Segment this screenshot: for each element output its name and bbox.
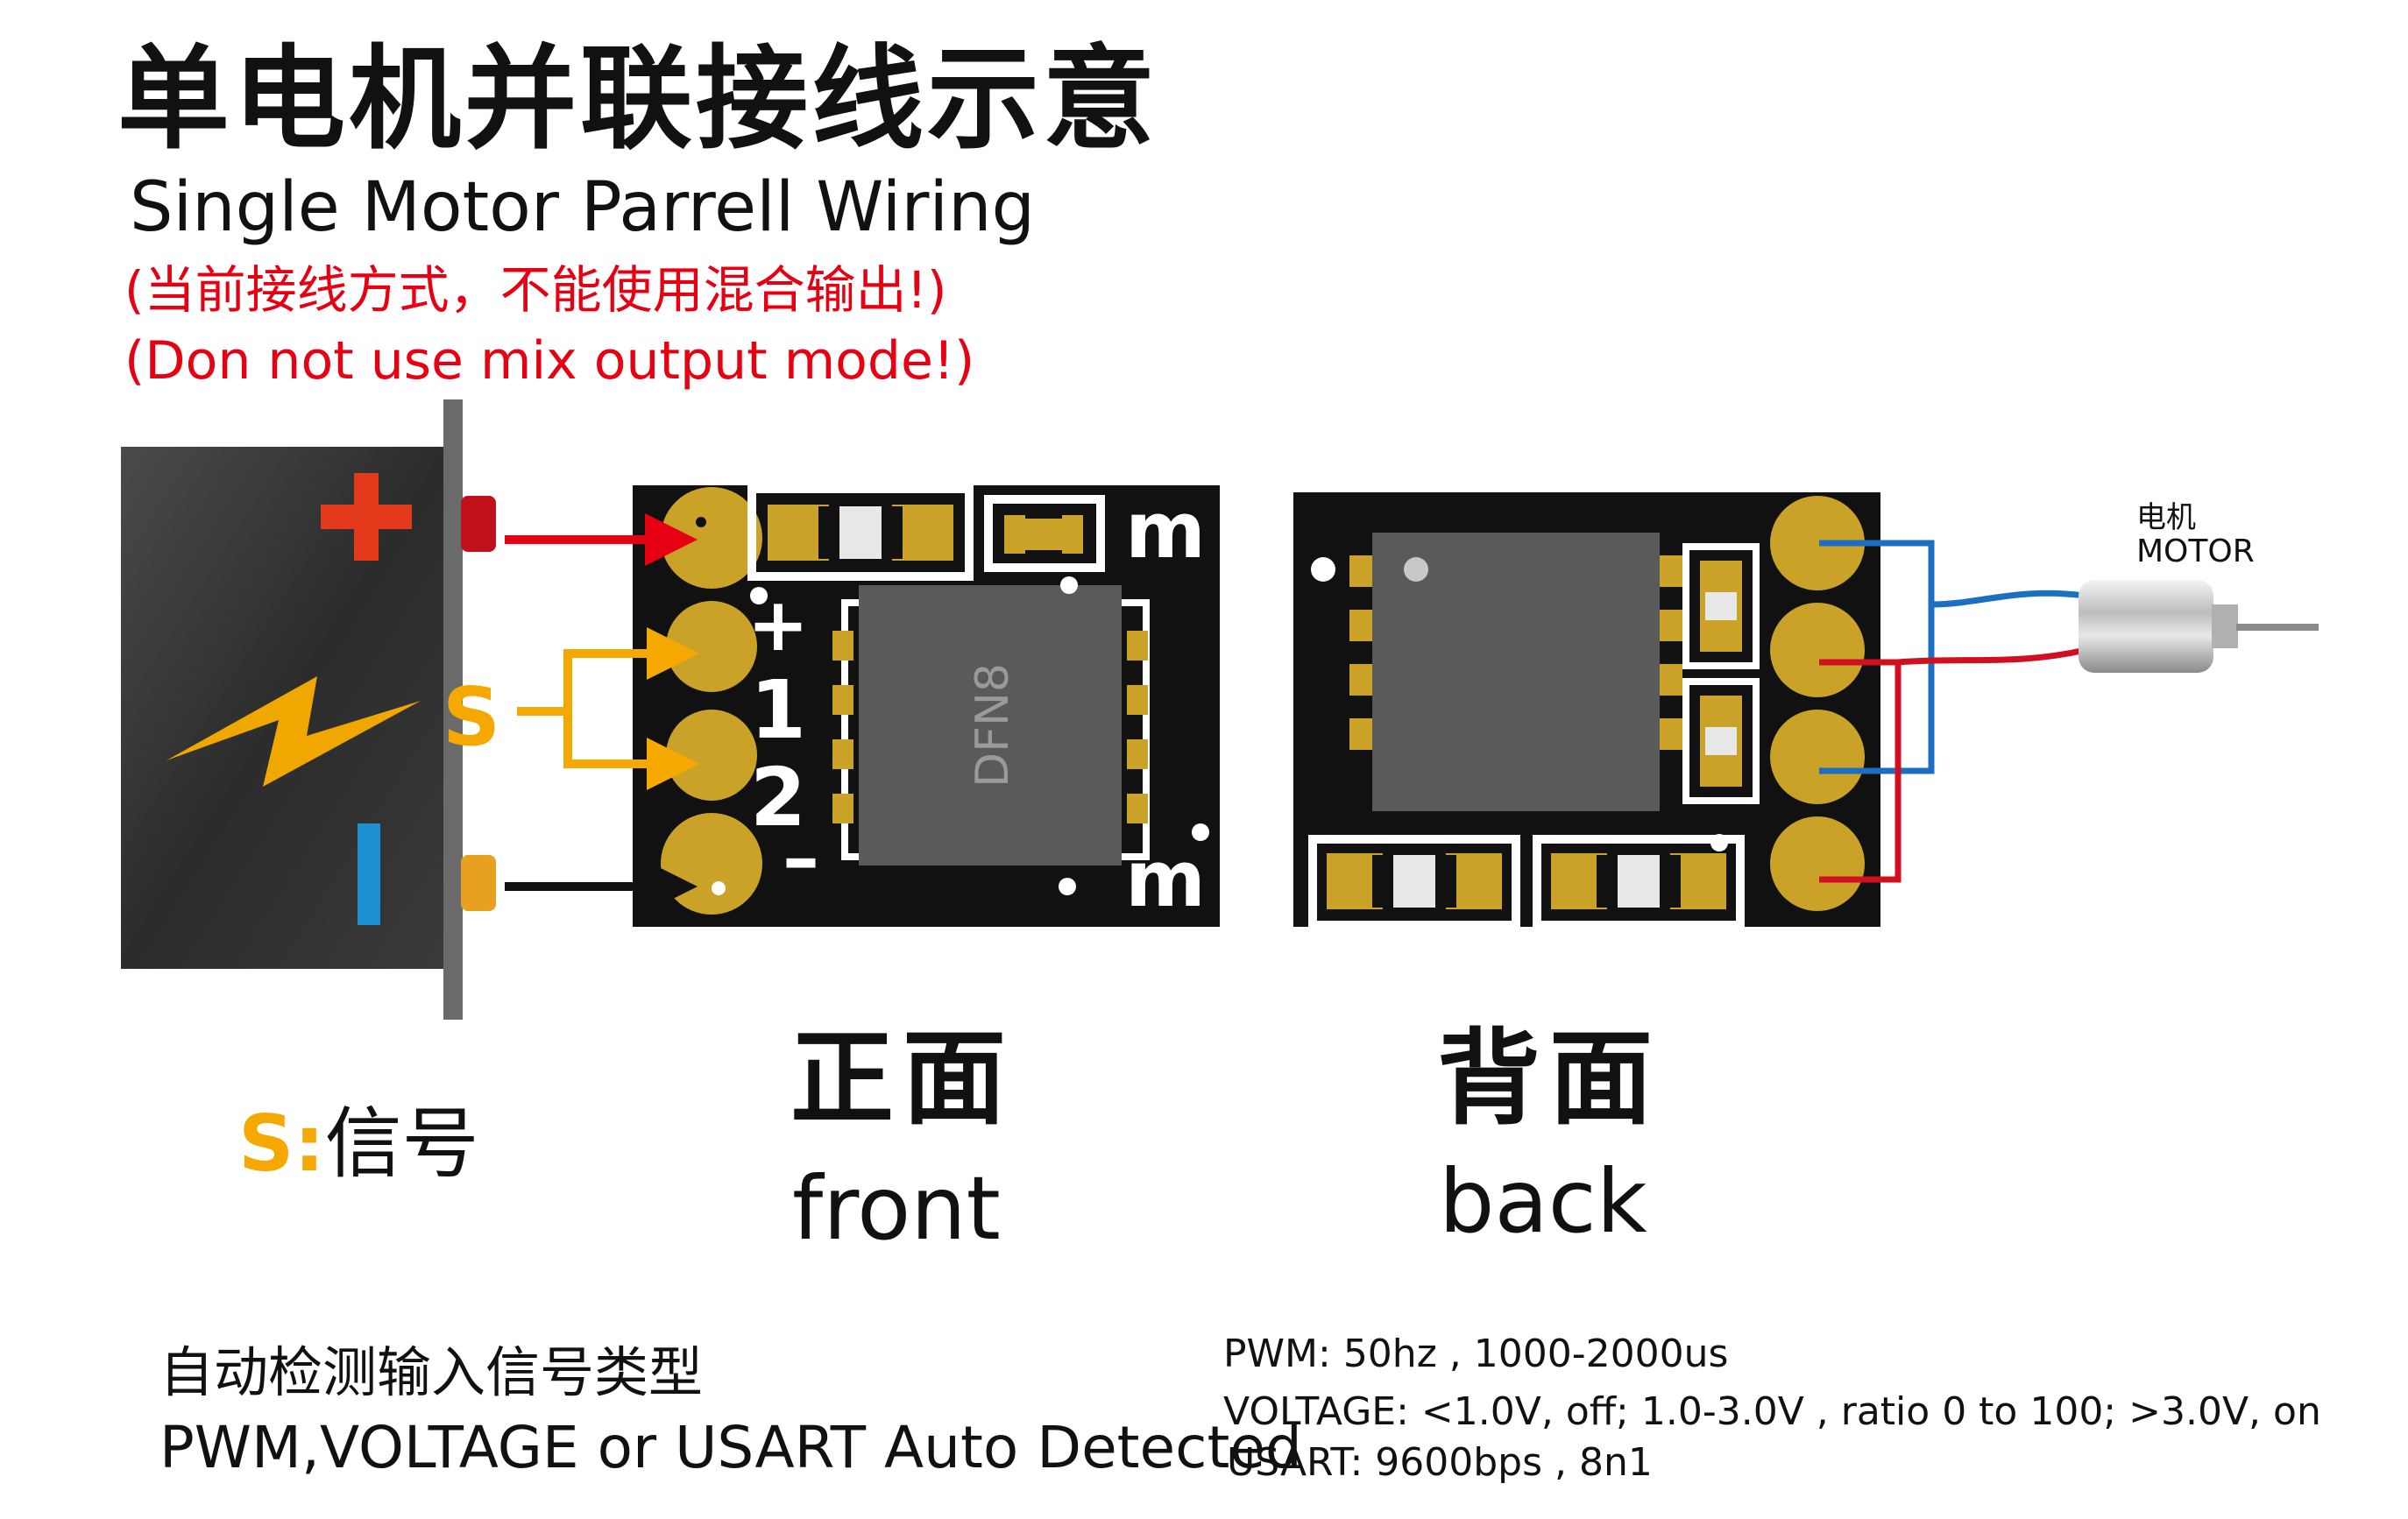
back-caption-en: back [1439, 1150, 1647, 1253]
signal-label: S [443, 670, 500, 764]
signal-legend: S:信号 [238, 1106, 479, 1183]
chip-label: DFN8 [967, 663, 1019, 788]
signal-bracket: S [443, 627, 699, 790]
lightning-icon [166, 676, 421, 787]
spec-voltage: VOLTAGE: <1.0V, off; 1.0-3.0V , ratio 0 … [1223, 1389, 2321, 1434]
motor-label-zh: 电机 [2136, 500, 2196, 535]
diagram-title-zh: 单电机并联接线示意 [117, 34, 1159, 165]
front-pad-2 [666, 710, 757, 801]
spec-usart: USART: 9600bps , 8n1 [1227, 1440, 1653, 1485]
front-chip [859, 585, 1122, 865]
warning-text-zh: (当前接线方式，不能使用混合输出!) [124, 260, 947, 320]
front-pad-1 [666, 601, 757, 692]
signal-legend-desc: 信号 [324, 1099, 479, 1189]
battery-icon [121, 399, 496, 1020]
back-pcb [1293, 492, 1880, 929]
front-caption-zh: 正面 [790, 1018, 1016, 1139]
spec-pwm: PWM: 50hz , 1000-2000us [1223, 1332, 1729, 1376]
motor-icon [2079, 580, 2319, 673]
auto-detect-text-zh: 自动检测输入信号类型 [159, 1340, 704, 1404]
back-pad-2 [1770, 603, 1865, 697]
front-pad-minus [661, 813, 762, 915]
back-pad-3 [1770, 710, 1865, 804]
pad-label-1: 1 [750, 663, 806, 757]
auto-detect-text-en: PWM,VOLTAGE or USART Auto Detected [159, 1414, 1302, 1481]
motor-wires [1819, 540, 2086, 883]
motor-label-en: MOTOR [2136, 533, 2255, 569]
pad-label-minus: – [783, 815, 819, 901]
signal-legend-key: S: [238, 1099, 325, 1189]
diagram-title-en: Single Motor Parrell Wiring [130, 168, 1036, 247]
corner-mark-top: m [1125, 485, 1206, 576]
back-pad-1 [1770, 496, 1865, 590]
battery-plus-terminal [461, 496, 496, 552]
pad-label-2: 2 [750, 751, 806, 844]
corner-mark-bottom: m [1125, 834, 1206, 924]
battery-minus-sign [358, 823, 380, 925]
warning-text-en: (Don not use mix output mode!) [124, 330, 975, 392]
back-caption-zh: 背面 [1437, 1018, 1662, 1139]
battery-minus-terminal [461, 855, 496, 911]
front-pcb: DFN8 + 1 2 – m m [633, 484, 1220, 927]
front-caption-en: front [792, 1157, 1001, 1260]
back-pad-4 [1770, 816, 1865, 911]
